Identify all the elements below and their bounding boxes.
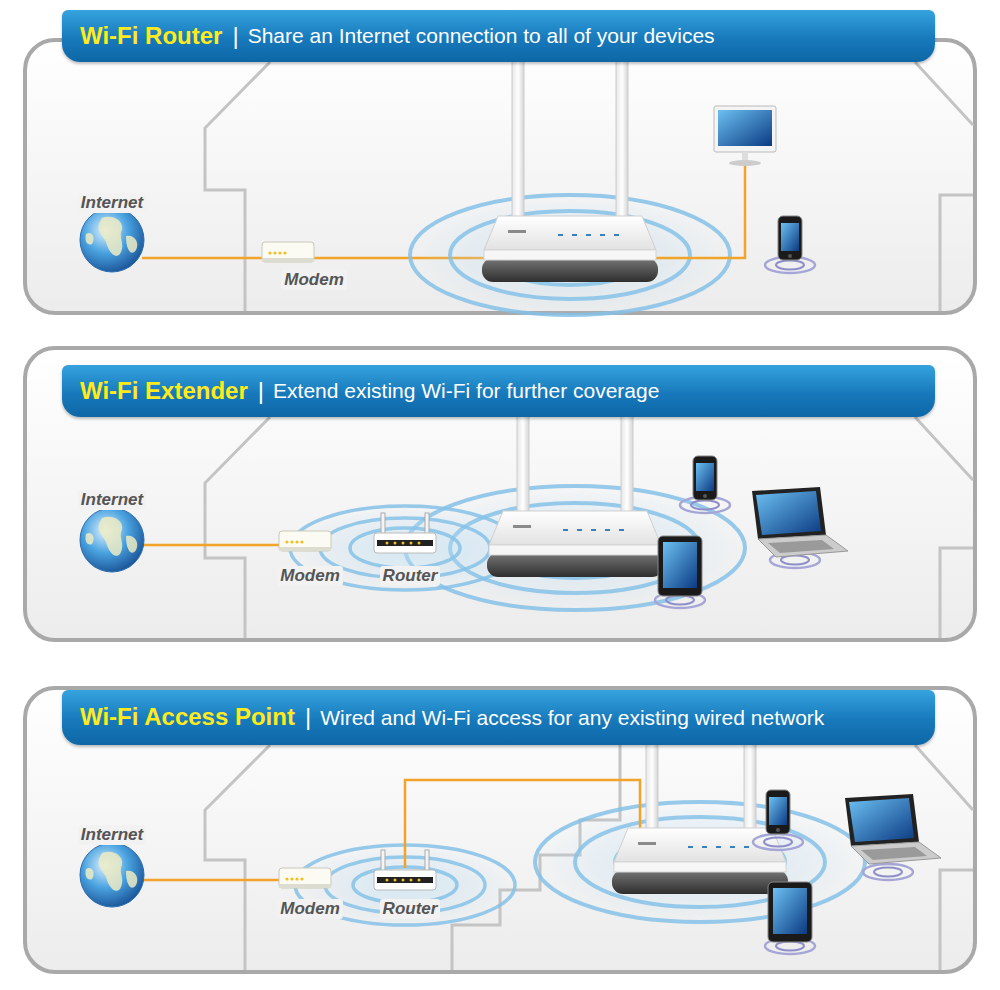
illustration-use [80, 843, 144, 907]
device-label: Modem [277, 566, 343, 586]
illustration-use [766, 790, 790, 834]
illustration-rect [646, 735, 658, 835]
illustration-path [205, 745, 270, 970]
separator: | [258, 378, 264, 404]
illustration-rect [616, 40, 628, 230]
illustration-rect [25, 348, 975, 640]
illustration-use [714, 106, 776, 166]
header-band: Wi-Fi Extender | Extend existing Wi-Fi for… [62, 365, 935, 417]
illustration-rect [512, 40, 524, 230]
header-band: Wi-Fi Access Point | Wired and Wi-Fi acces… [62, 690, 935, 745]
illustration-rect [25, 688, 975, 972]
band-title: Wi-Fi Router [80, 23, 222, 49]
illustration-path [915, 62, 973, 311]
illustration-use [374, 850, 436, 890]
illustration-use [80, 208, 144, 272]
illustration-path [205, 417, 270, 638]
band-title: Wi-Fi Extender [80, 378, 248, 404]
device-label: Modem [281, 270, 347, 290]
illustration-use [279, 868, 331, 888]
illustration-use [612, 828, 788, 894]
illustration-rect [744, 735, 756, 835]
illustration-ellipse [450, 211, 690, 299]
illustration-use [753, 834, 803, 850]
illustration-path [142, 544, 290, 547]
illustration-rect [621, 405, 633, 520]
access-point-panel [25, 688, 975, 972]
illustration-use [658, 536, 702, 596]
illustration-ellipse [535, 802, 865, 922]
illustration-path [405, 780, 640, 868]
illustration-use [262, 242, 314, 262]
router-panel [25, 40, 975, 315]
illustration-path [205, 62, 270, 311]
illustration-use [482, 216, 658, 282]
illustration-use [768, 882, 812, 942]
illustration-use [80, 508, 144, 572]
device-label: Router [380, 899, 441, 919]
band-description: Extend existing Wi-Fi for further covera… [273, 379, 659, 402]
illustration-use [374, 513, 436, 553]
illustration-path [915, 417, 973, 638]
header-band: Wi-Fi Router | Share an Internet connectio… [62, 10, 935, 62]
illustration-use [693, 456, 717, 500]
band-title: Wi-Fi Access Point [80, 704, 295, 730]
separator: | [305, 704, 311, 730]
band-description: Wired and Wi-Fi access for any existing … [320, 706, 824, 729]
illustration-path [640, 165, 745, 258]
illustration-use [845, 794, 941, 864]
extender-panel [25, 348, 975, 640]
illustration-rect [25, 40, 975, 313]
illustration-ellipse [410, 195, 730, 315]
device-label: Modem [277, 899, 343, 919]
illustration-rect [517, 405, 529, 520]
illustration-use [487, 511, 663, 577]
illustration-path [142, 879, 290, 882]
device-label: Internet [78, 825, 146, 845]
device-label: Router [380, 566, 441, 586]
illustration-use [863, 864, 913, 880]
device-label: Internet [78, 490, 146, 510]
band-description: Share an Internet connection to all of y… [248, 24, 715, 47]
illustration-use [752, 487, 848, 557]
illustration-use [778, 216, 802, 260]
device-label: Internet [78, 193, 146, 213]
illustration-use [279, 531, 331, 551]
separator: | [232, 23, 238, 49]
